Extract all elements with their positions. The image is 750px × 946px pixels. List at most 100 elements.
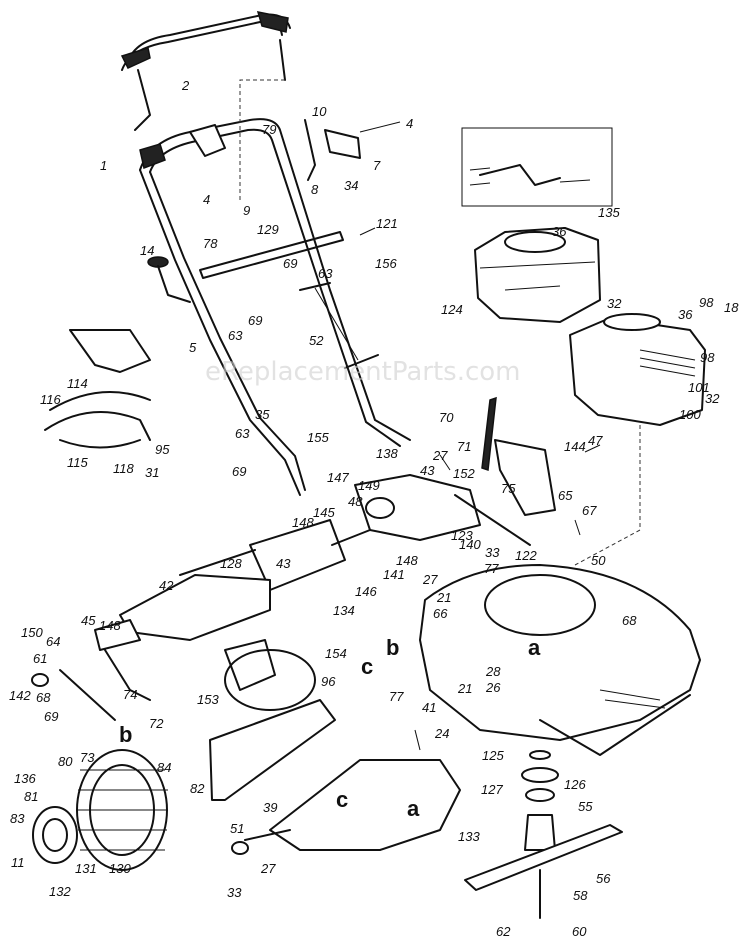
callout-label: 67	[582, 503, 597, 518]
callout-label: 69	[248, 313, 262, 328]
handle-knob	[147, 256, 191, 303]
callout-label: 8	[311, 182, 319, 197]
callout-label: 50	[591, 553, 606, 568]
front-axle	[231, 829, 291, 855]
callout-label: 11	[11, 855, 25, 870]
callout-label: 4	[406, 116, 413, 131]
reference-letter: b	[386, 635, 399, 660]
reference-letter: c	[361, 654, 373, 679]
shift-lever	[481, 396, 556, 516]
callout-label: 39	[263, 800, 277, 815]
callout-label: 42	[159, 578, 174, 593]
callout-label: 154	[325, 646, 347, 661]
drive-pulley	[224, 639, 316, 711]
callout-label: 124	[441, 302, 463, 317]
callout-label: 71	[457, 439, 471, 454]
callout-label: 7	[373, 158, 381, 173]
handle-guide-line	[239, 79, 285, 200]
mower-deck	[419, 564, 701, 756]
callout-label: 134	[333, 603, 355, 618]
callout-label: 77	[484, 561, 499, 576]
callout-label: 27	[432, 448, 448, 463]
callout-label: 36	[678, 307, 693, 322]
callout-label: 144	[564, 439, 586, 454]
callout-label: 10	[312, 104, 327, 119]
callout-label: 41	[422, 700, 436, 715]
callout-label: 62	[496, 924, 511, 939]
callout-label: 73	[80, 750, 95, 765]
grass-bag-frame	[44, 329, 151, 449]
callout-label: 51	[230, 821, 244, 836]
callout-label: 74	[123, 687, 137, 702]
callout-label: 132	[49, 884, 71, 899]
callout-label: 52	[309, 333, 324, 348]
callout-label: 96	[321, 674, 336, 689]
callout-label: 27	[422, 572, 438, 587]
cutting-blade	[464, 824, 623, 891]
callout-label: 21	[436, 590, 451, 605]
callout-label: 126	[564, 777, 586, 792]
engine-guide-line	[574, 425, 641, 566]
callout-label: 121	[376, 216, 398, 231]
callout-label: 122	[515, 548, 537, 563]
callout-label: 43	[420, 463, 435, 478]
callout-label: 47	[588, 433, 603, 448]
callout-label: 148	[292, 515, 314, 530]
callout-label: 147	[327, 470, 349, 485]
callout-label: 58	[573, 888, 588, 903]
callout-label: 24	[434, 726, 449, 741]
height-adjuster	[31, 619, 151, 721]
callout-label: 100	[679, 407, 701, 422]
callout-label: 34	[344, 178, 358, 193]
callout-label: 80	[58, 754, 73, 769]
callout-label: 69	[283, 256, 297, 271]
callout-label: 141	[383, 567, 405, 582]
callout-label: 81	[24, 789, 38, 804]
control-bracket	[304, 119, 401, 181]
discharge-chute	[269, 759, 461, 851]
callout-label: 78	[203, 236, 218, 251]
callout-label: 148	[99, 618, 121, 633]
callout-label: 70	[439, 410, 454, 425]
callout-label: 18	[724, 300, 739, 315]
callout-label: 75	[501, 481, 516, 496]
callout-label: 125	[482, 748, 504, 763]
callout-label: 98	[700, 350, 715, 365]
fasteners	[359, 227, 601, 751]
callout-label: 36	[552, 224, 567, 239]
callout-label: 33	[485, 545, 500, 560]
callout-label: 65	[558, 488, 573, 503]
callout-label: 31	[145, 465, 159, 480]
callout-label: 118	[113, 461, 134, 476]
callout-label: 84	[157, 760, 171, 775]
callout-label: 101	[688, 380, 710, 395]
callout-label: 69	[232, 464, 246, 479]
callout-label: 83	[10, 811, 25, 826]
callout-label: 123	[451, 528, 473, 543]
callout-label: 28	[485, 664, 501, 679]
callout-label: 56	[596, 871, 611, 886]
callout-label: 45	[81, 613, 96, 628]
callout-label: 129	[257, 222, 279, 237]
callout-label: 63	[318, 266, 333, 281]
callout-label: 114	[67, 376, 88, 391]
callout-label: 152	[453, 466, 475, 481]
callout-label: 21	[457, 681, 472, 696]
callout-label: 149	[358, 478, 380, 493]
callout-label: 32	[705, 391, 720, 406]
callout-label: 27	[260, 861, 276, 876]
callout-label: 33	[227, 885, 242, 900]
callout-label: 130	[109, 861, 131, 876]
callout-label: 63	[228, 328, 243, 343]
callout-label: 61	[33, 651, 47, 666]
blade-adapter	[521, 750, 559, 851]
callout-label: 128	[220, 556, 242, 571]
reference-letter: a	[528, 635, 541, 660]
reference-letter: b	[119, 722, 132, 747]
callout-label: 131	[75, 861, 97, 876]
callout-label: 140	[459, 537, 481, 552]
callout-label: 35	[255, 407, 270, 422]
callout-label: 26	[485, 680, 501, 695]
